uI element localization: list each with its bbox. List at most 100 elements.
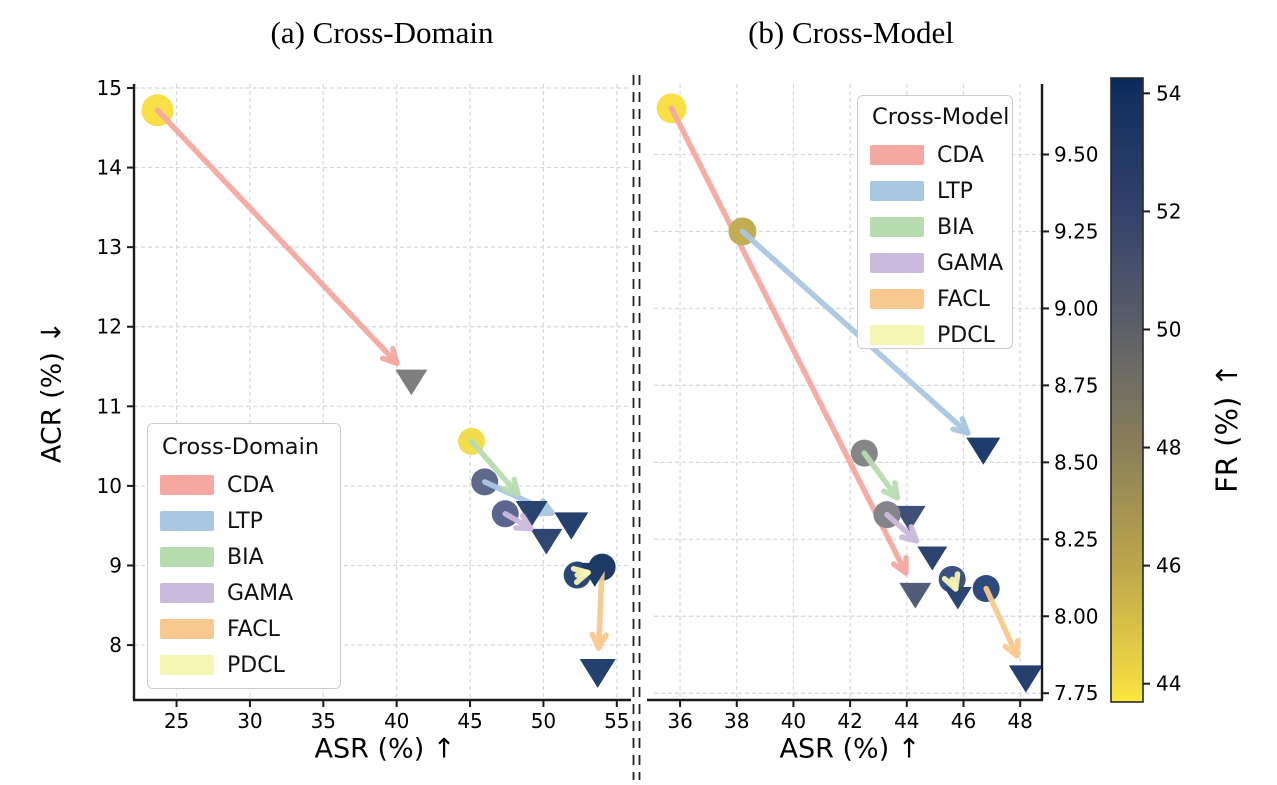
panel-a-series [141,94,616,688]
panel-a-series-pdcl [563,561,610,589]
end-marker-triangle [1008,665,1043,693]
legend-swatch [160,619,214,639]
legend-item-gama: GAMA [160,575,328,611]
panel-b-spines [647,84,1044,702]
panel-a-yaxis-label: ACR (%) ↓ [36,320,68,464]
colorbar-tick-label: 44 [1156,672,1181,696]
panel-a-ytick-label: 15 [97,76,122,100]
arrow-head [880,480,900,501]
legend-item-facl: FACL [870,281,1000,317]
arrow-head [890,555,909,576]
legend-item-label: CDA [227,472,274,498]
legend-item-label: BIA [937,214,974,240]
legend-items: CDA LTP BIA GAMA FACL PDCL [160,467,328,683]
panel-b-series-bia [850,439,926,532]
panel-a-xtick-label: 25 [164,709,189,733]
end-marker-triangle [899,582,932,609]
arrow-shaft [983,585,1020,659]
colorbar-tick-label: 54 [1156,81,1181,105]
end-marker-triangle [579,562,610,587]
legend-swatch [160,583,214,603]
panel-b-xtick-label: 48 [1007,709,1032,733]
legend-swatch [870,145,924,165]
legend-item-label: GAMA [227,580,294,606]
legend-item-pdcl: PDCL [870,317,1000,353]
legend-item-bia: BIA [870,209,1000,245]
legend-item-gama: GAMA [870,245,1003,281]
panel-a-ytick-label: 9 [109,553,122,577]
colorbar-tick-label: 52 [1156,199,1181,223]
legend-swatch [160,475,214,495]
arrow-shaft [595,564,605,651]
panel-a-xtick-label: 30 [237,709,262,733]
end-marker-triangle [579,659,616,688]
colorbar-gradient [1110,77,1144,703]
legend-item-label: FACL [227,616,280,642]
legend-item-pdcl: PDCL [160,647,328,683]
panel-a-xaxis-label: ASR (%) ↑ [314,733,456,765]
legend-item-label: BIA [227,544,264,570]
legend-item-label: FACL [937,286,990,312]
legend-swatch [870,289,924,309]
panel-a-series-cda [141,94,428,396]
panel-b-xtick-label: 36 [667,709,692,733]
end-marker-triangle [395,369,428,396]
arrow-head [950,416,971,436]
arrow-shaft [861,450,900,501]
panel-a-series-bia [458,427,548,527]
panel-b-ytick-label: 8.25 [1054,527,1099,551]
legend-title: Cross-Model [872,104,1010,130]
arrow-head [570,566,591,586]
panel-divider [632,75,641,780]
panel-a-ytick-label: 11 [97,394,122,418]
panel-a-spines [132,84,631,702]
panel-b-ytick-label: 8.50 [1054,450,1099,474]
legend-item-bia: BIA [160,539,328,575]
panel-a-ytick-label: 12 [97,315,122,339]
panel-b-series-pdcl [938,565,972,610]
legend-item-label: CDA [937,142,984,168]
arrow-head [1002,637,1021,659]
panel-b-ytick-label: 8.75 [1054,373,1099,397]
panel-b-xtick-label: 44 [894,709,919,733]
legend-swatch [870,181,924,201]
arrow-shaft [154,107,400,366]
legend-item-facl: FACL [160,611,328,647]
arrow-shaft [468,438,521,497]
end-marker-triangle [917,546,948,571]
panel-b-ytick-label: 9.25 [1054,219,1099,243]
panel-b-series-ltp [728,217,1001,465]
panel-b-ytick-label: 9.50 [1054,142,1099,166]
end-marker-triangle [893,505,926,532]
panel-a-xtick-label: 35 [311,709,336,733]
end-marker-triangle [943,587,972,610]
colorbar-tick-label: 46 [1156,554,1181,578]
arrow-shaft [884,511,920,544]
legend-item-ltp: LTP [870,173,1000,209]
panel-b-xtick-label: 38 [724,709,749,733]
panel-a-xtick-label: 55 [604,709,629,733]
panel-b-series-facl [972,575,1043,693]
panel-b-xtick-label: 40 [781,709,806,733]
legend-item-cda: CDA [870,137,1000,173]
arrow-shaft [739,228,971,436]
arrow-head [534,498,555,517]
legend-item-label: LTP [937,178,973,204]
legend-item-cda: CDA [160,467,328,503]
legend-title: Cross-Domain [162,434,320,460]
legend-swatch [160,655,214,675]
legend-item-ltp: LTP [160,503,328,539]
legend-swatch [160,547,214,567]
end-marker-triangle [966,437,1001,465]
panel-a-ytick-label: 8 [109,633,122,657]
panel-b-ytick-label: 7.75 [1054,681,1099,705]
panel-b-xaxis-label: ASR (%) ↑ [779,733,921,765]
legend-item-label: PDCL [227,652,285,678]
end-marker-triangle [530,528,563,555]
panel-a-title: (a) Cross-Domain [270,15,494,50]
colorbar-tick-label: 48 [1156,436,1181,460]
